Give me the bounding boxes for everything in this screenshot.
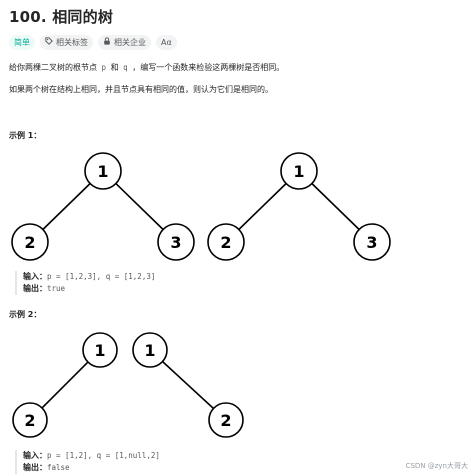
code-q: q — [123, 63, 128, 72]
tree-node — [157, 223, 195, 261]
node-label: 2 — [220, 233, 231, 252]
code-p: p — [101, 63, 107, 72]
description-line-2: 如果两个树在结构上相同，并且节点具有相同的值，则认为它们是相同的。 — [9, 85, 273, 94]
tree-node — [208, 402, 244, 438]
node-label: 1 — [97, 162, 108, 181]
tag-icon — [45, 35, 53, 50]
tree-node — [207, 223, 245, 261]
related-tags-label: 相关标签 — [56, 38, 88, 47]
example-1-trees: 1 2 3 1 2 3 — [11, 152, 391, 261]
example-1-input: 输入：p = [1,2,3], q = [1,2,3] — [23, 272, 156, 281]
example-1-tree-p: 1 2 3 — [11, 152, 195, 261]
problem-title: 100. 相同的树 — [9, 8, 114, 26]
font-size-label: Aα — [161, 38, 172, 47]
node-label: 3 — [366, 233, 377, 252]
tree-node — [11, 223, 49, 261]
node-label: 1 — [94, 341, 105, 360]
example-2-io: 输入：p = [1,2], q = [1,null,2] 输出：false — [15, 450, 183, 474]
node-label: 2 — [24, 411, 35, 430]
example-2-tree-q: 1 2 — [132, 332, 244, 438]
node-label: 2 — [24, 233, 35, 252]
difficulty-badge[interactable]: 简单 — [9, 35, 35, 50]
tree-node — [353, 223, 391, 261]
example-1-output: 输出：true — [23, 284, 66, 293]
example-2-tree-p: 1 2 — [12, 332, 118, 438]
difficulty-label: 简单 — [14, 38, 30, 47]
example-2-output: 输出：false — [23, 463, 70, 472]
node-label: 1 — [293, 162, 304, 181]
example-1-io: 输入：p = [1,2,3], q = [1,2,3] 输出：true — [15, 271, 183, 295]
related-tags-button[interactable]: 相关标签 — [40, 35, 93, 50]
node-label: 2 — [220, 411, 231, 430]
example-1-title: 示例 1： — [9, 131, 42, 140]
node-label: 3 — [170, 233, 181, 252]
tag-bar: 简单 相关标签 相关企业 Aα — [9, 35, 177, 50]
related-companies-button[interactable]: 相关企业 — [98, 35, 151, 50]
tree-node — [84, 152, 122, 190]
example-1-tree-q: 1 2 3 — [207, 152, 391, 261]
example-2-trees: 1 2 1 2 — [12, 332, 244, 438]
related-companies-label: 相关企业 — [114, 38, 146, 47]
tree-node — [12, 402, 48, 438]
tree-node — [280, 152, 318, 190]
font-size-button[interactable]: Aα — [156, 35, 177, 50]
lock-icon — [103, 35, 111, 50]
example-2-input: 输入：p = [1,2], q = [1,null,2] — [23, 451, 160, 460]
watermark: CSDN @zyn大哥大 — [405, 462, 468, 470]
tree-node — [132, 332, 168, 368]
node-label: 1 — [144, 341, 155, 360]
tree-node — [82, 332, 118, 368]
example-2-title: 示例 2： — [9, 310, 42, 319]
description-line-1: 给你两棵二叉树的根节点 p 和 q ，编写一个函数来检验这两棵树是否相同。 — [9, 63, 285, 72]
